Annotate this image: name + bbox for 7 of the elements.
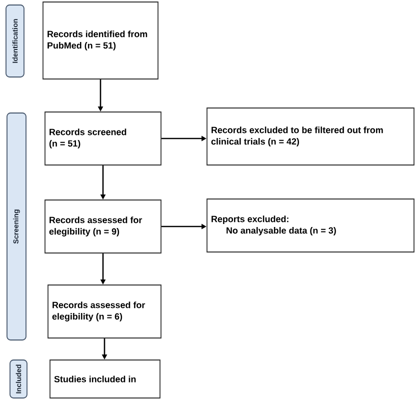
process-box: Records assessed for elegibility (n = 6)	[48, 284, 162, 338]
process-box: Records assessed for elegibility (n = 9)	[44, 200, 162, 254]
process-box: Reports excluded: No analysable data (n = 3)	[206, 198, 414, 252]
process-box: Records screened (n = 51)	[44, 112, 162, 166]
process-box: Records identified from PubMed (n = 51)	[42, 2, 158, 80]
process-box: Records excluded to be filtered out from clinical trials (n = 42)	[206, 108, 414, 166]
process-box: Studies included in	[50, 360, 160, 398]
